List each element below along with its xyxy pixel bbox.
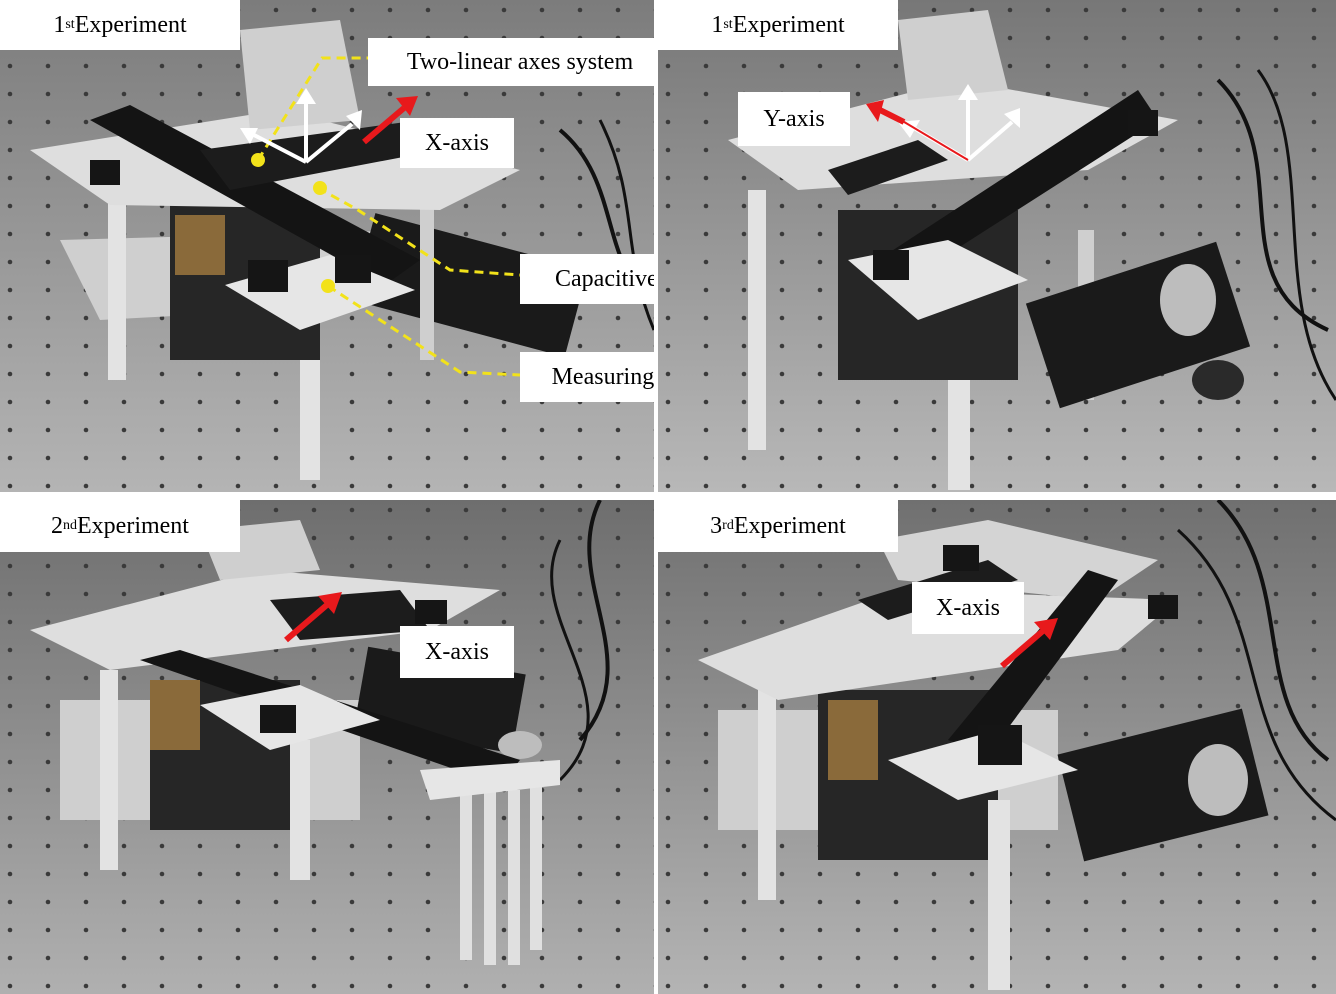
label-measuring-target: Measuring target xyxy=(520,352,654,402)
label-x-axis: X-axis xyxy=(400,118,514,168)
label-two-linear-axes-system: Two-linear axes system xyxy=(368,38,654,86)
label-x-axis: X-axis xyxy=(400,626,514,678)
label-x-axis: X-axis xyxy=(912,582,1024,634)
photo-top-right xyxy=(658,0,1336,492)
photo-bottom-right xyxy=(658,500,1336,994)
label-capacitive-sensor: Capacitive sensor xyxy=(520,254,654,304)
label-y-axis: Y-axis xyxy=(738,92,850,146)
photo-bottom-left xyxy=(0,500,654,994)
